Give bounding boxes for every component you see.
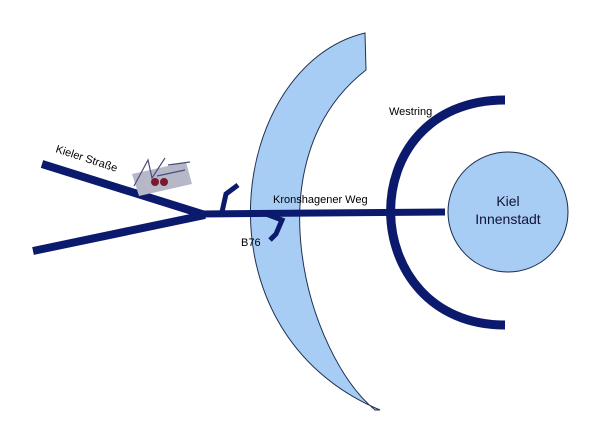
kronshagener-weg-road bbox=[199, 208, 446, 218]
b76-label: B76 bbox=[241, 237, 261, 249]
lower-branch-road bbox=[32, 211, 206, 255]
kiel-label: Kiel bbox=[496, 193, 519, 209]
kiel-innenstadt-circle bbox=[447, 151, 569, 273]
b76-ramp-south bbox=[265, 211, 286, 242]
kieler-strasse-upper-road bbox=[40, 160, 207, 219]
railway-station-sign-icon bbox=[132, 157, 192, 196]
kronshagener-weg-label: Kronshagener Weg bbox=[273, 194, 368, 206]
b76-bypass-crescent bbox=[249, 32, 381, 411]
b76-ramp-north bbox=[219, 183, 240, 213]
innenstadt-label: Innenstadt bbox=[475, 211, 540, 227]
westring-label: Westring bbox=[389, 106, 432, 118]
